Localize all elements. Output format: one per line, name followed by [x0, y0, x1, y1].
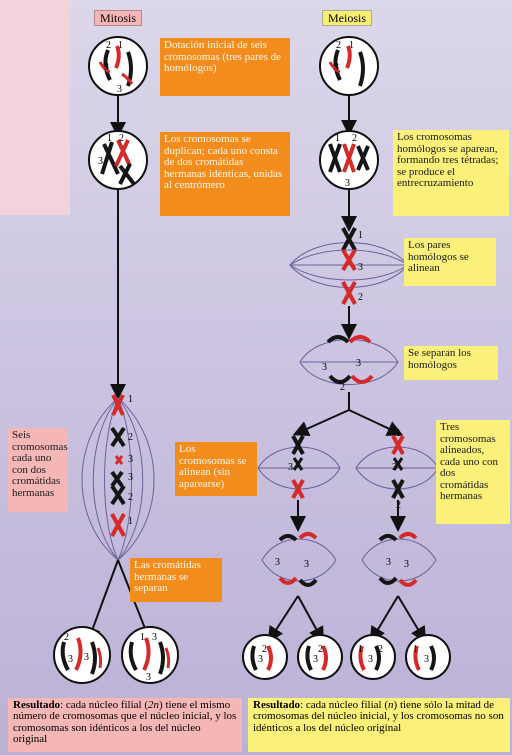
- chromosome-label: 3: [334, 62, 339, 73]
- meiosis-result-ploidy: n: [388, 699, 394, 711]
- chromosome-label: 1: [118, 40, 123, 51]
- chromosome-label: 2: [340, 382, 345, 393]
- chromosome-label: 3: [146, 672, 151, 683]
- arrow: [369, 595, 399, 643]
- chromosome-label: 3: [84, 652, 89, 663]
- chromosome-label: 3: [258, 654, 263, 665]
- mitosis-step1-box: Dotación inicial de seis cromosomas (tre…: [160, 38, 290, 96]
- chromosome-label: 3: [313, 654, 318, 665]
- meiosis-result-box: Resultado: cada núcleo filial (n) tiene …: [248, 698, 510, 752]
- chromosome-label: 2: [336, 40, 341, 51]
- chromosome-label: 3: [304, 559, 309, 570]
- chromosome-label: 2: [106, 40, 111, 51]
- chromosome-label: 3: [104, 62, 109, 73]
- meiosis-anaphase1-spindle: [299, 339, 399, 385]
- meiosis-metaphase1-spindle: [289, 242, 409, 288]
- chromosome-label: 1: [396, 428, 401, 439]
- mitosis-step4-box: Las cromátidas hermanas se separan: [130, 558, 222, 602]
- meiosis-step2-box: Los pares homólogos se alinean: [404, 238, 496, 286]
- chromosome-label: 3: [68, 654, 73, 665]
- chromosome-label: 2: [352, 133, 357, 144]
- arrow: [292, 409, 350, 437]
- chromosome-label: 3: [288, 462, 293, 473]
- chromosome-label: 3: [98, 156, 103, 167]
- arrow: [85, 559, 119, 644]
- meiosis-metaphase2-right-chromosomes: 1 3 2: [391, 428, 405, 511]
- meiosis-result-text-before: : cada núcleo filial (: [300, 699, 389, 711]
- chromosome-label: 1: [413, 644, 418, 655]
- chromosome-label: 3: [117, 84, 122, 95]
- arrow: [348, 409, 404, 436]
- chromosome-label: 1: [358, 230, 363, 241]
- meiosis-step1-box: Los cromosomas homólogos se aparean, for…: [393, 130, 509, 216]
- meiosis-result-label: Resultado: [253, 699, 301, 711]
- mitosis-result-text-before: : cada núcleo filial (: [60, 699, 149, 711]
- chromosome-label: 3: [404, 559, 409, 570]
- arrow: [297, 595, 324, 644]
- chromosome-label: 3: [128, 472, 133, 483]
- meiosis-gamete-4: 1 3: [405, 634, 451, 680]
- mitosis-result-label: Resultado: [13, 699, 61, 711]
- meiosis-result-text-after: ) tiene sólo la mitad de cromosomas del …: [253, 699, 504, 734]
- mitosis-step3-box: Los cromosomas se alinean (sin aparearse…: [175, 442, 257, 496]
- chromosome-label: 1: [335, 133, 340, 144]
- meiosis-step4-box: Tres cromosomas alineados, cada uno con …: [436, 420, 510, 524]
- chromosome-label: 2: [378, 644, 383, 655]
- meiosis-initial-cell: 2 1 3: [319, 36, 379, 96]
- chromosome-label: 3: [356, 358, 361, 369]
- chromosome-label: 3: [128, 454, 133, 465]
- chromosome-label: 1: [349, 40, 354, 51]
- chromosome-label: 2: [358, 292, 363, 303]
- chromosome-label: 2: [262, 644, 267, 655]
- chromosome-label: 2: [128, 492, 133, 503]
- arrow: [267, 595, 299, 643]
- chromosome-label: 3: [275, 557, 280, 568]
- chromosome-label: 3: [152, 632, 157, 643]
- chromosome-label: 3: [386, 557, 391, 568]
- chromosome-label: 1: [358, 644, 363, 655]
- mitosis-metaphase-chromosomes: 1 2 3 3 2 1: [110, 394, 133, 537]
- meiosis-metaphase2-left-chromosomes: 3: [288, 435, 305, 499]
- chromosome-label: 1: [107, 133, 112, 144]
- mitosis-result-text-after: ) tiene el mismo número de cromosomas qu…: [13, 699, 237, 745]
- arrow: [397, 595, 427, 643]
- mitosis-result-ploidy: 2n: [148, 699, 160, 711]
- meiosis-gamete-2: 3 2: [297, 634, 343, 680]
- mitosis-header: Mitosis: [94, 10, 143, 26]
- meiosis-anaphase1-chromosomes: 3 3 2: [322, 335, 374, 393]
- chromosome-label: 2: [119, 133, 124, 144]
- corner-pink-panel: [0, 0, 70, 215]
- chromosome-label: 3: [345, 178, 350, 189]
- chromosome-label: 3: [424, 654, 429, 665]
- chromosome-label: 3: [322, 362, 327, 373]
- chromosome-label: 3: [358, 262, 363, 273]
- meiosis-step3-box: Se separan los homólogos: [404, 346, 498, 380]
- chromosome-label: 1: [128, 394, 133, 405]
- meiosis-header: Meiosis: [322, 10, 373, 26]
- meiosis-anaphase2-right: 3 3: [361, 532, 437, 587]
- chromosome-label: 2: [128, 432, 133, 443]
- meiosis-anaphase2-left: 3 3: [261, 532, 337, 587]
- mitosis-daughter-cell-right: 1 3 3: [121, 626, 179, 684]
- chromosome-label: 3: [368, 654, 373, 665]
- chromosome-label: 1: [140, 632, 145, 643]
- meiosis-gamete-1: 3 2: [242, 634, 288, 680]
- chromosome-label: 3: [392, 462, 397, 473]
- mitosis-side-label-box: Seis cromosomas cada uno con dos cromáti…: [8, 428, 68, 512]
- chromosome-label: 1: [128, 516, 133, 527]
- meiosis-metaphase1-chromosomes: 1 3 2: [341, 227, 363, 305]
- mitosis-duplicated-cell: 1 2 3: [88, 130, 148, 190]
- mitosis-daughter-cell-left: 2 3 3: [53, 626, 111, 684]
- mitosis-step2-box: Los cromosomas se duplican; cada uno con…: [160, 132, 290, 216]
- meiosis-tetrad-cell: 1 2 3: [319, 130, 379, 190]
- chromosome-label: 2: [318, 644, 323, 655]
- mitosis-result-box: Resultado: cada núcleo filial (2n) tiene…: [8, 698, 242, 752]
- mitosis-initial-cell: 2 1 3 3: [88, 36, 148, 96]
- meiosis-gamete-3: 1 3 2: [350, 634, 396, 680]
- chromosome-label: 2: [64, 632, 69, 643]
